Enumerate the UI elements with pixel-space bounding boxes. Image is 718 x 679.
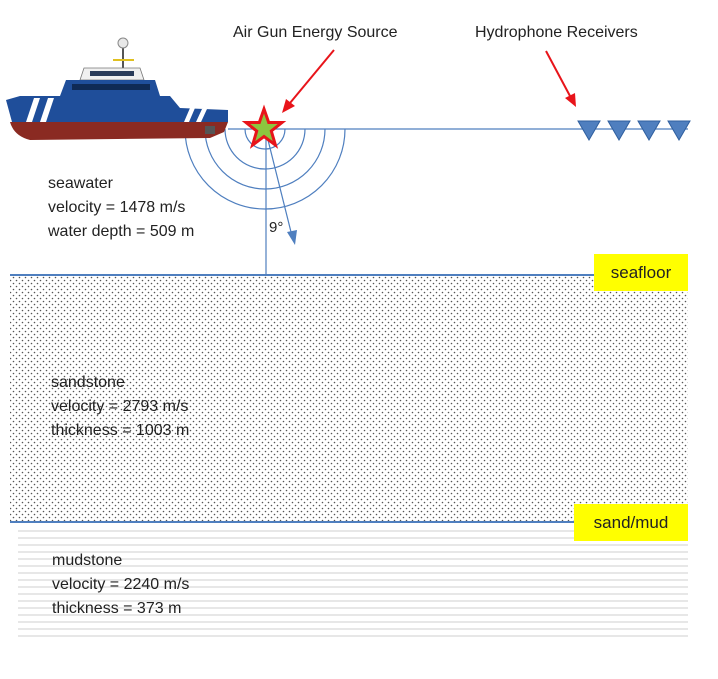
seawater-depth: water depth = 509 m [48, 223, 195, 240]
air-gun-pointer-arrow [282, 49, 335, 113]
sand-mud-tag: sand/mud [574, 504, 688, 541]
ray-arrow [265, 131, 293, 237]
hydrophone-icon [577, 120, 601, 141]
air-gun-label: Air Gun Energy Source [233, 24, 398, 41]
sandstone-info: sandstone velocity = 2793 m/s thickness … [51, 371, 189, 443]
mudstone-velocity: velocity = 2240 m/s [52, 576, 190, 593]
hydrophone-pointer-arrow [545, 50, 576, 107]
hydrophone-icon [667, 120, 691, 141]
sandstone-velocity: velocity = 2793 m/s [51, 398, 189, 415]
hydrophone-receivers [577, 120, 691, 141]
seawater-info: seawater velocity = 1478 m/s water depth… [48, 172, 194, 244]
mudstone-layer [18, 530, 688, 637]
sandstone-thickness: thickness = 1003 m [51, 422, 190, 439]
hydrophone-label: Hydrophone Receivers [475, 24, 638, 41]
wavefront-arcs [184, 128, 346, 210]
mudstone-thickness: thickness = 373 m [52, 600, 182, 617]
mudstone-name: mudstone [52, 552, 123, 569]
mudstone-info: mudstone velocity = 2240 m/s thickness =… [52, 549, 189, 621]
ray-arrowhead [287, 230, 297, 245]
sandstone-name: sandstone [51, 374, 125, 391]
seafloor-tag: seafloor [594, 254, 688, 291]
air-gun-star-icon [241, 104, 287, 149]
seawater-name: seawater [48, 175, 113, 192]
hydrophone-icon [637, 120, 661, 141]
ship-icon [6, 37, 228, 140]
sandstone-layer [10, 276, 688, 522]
seawater-velocity: velocity = 1478 m/s [48, 199, 186, 216]
hydrophone-icon [607, 120, 631, 141]
angle-label: 9° [269, 219, 284, 236]
